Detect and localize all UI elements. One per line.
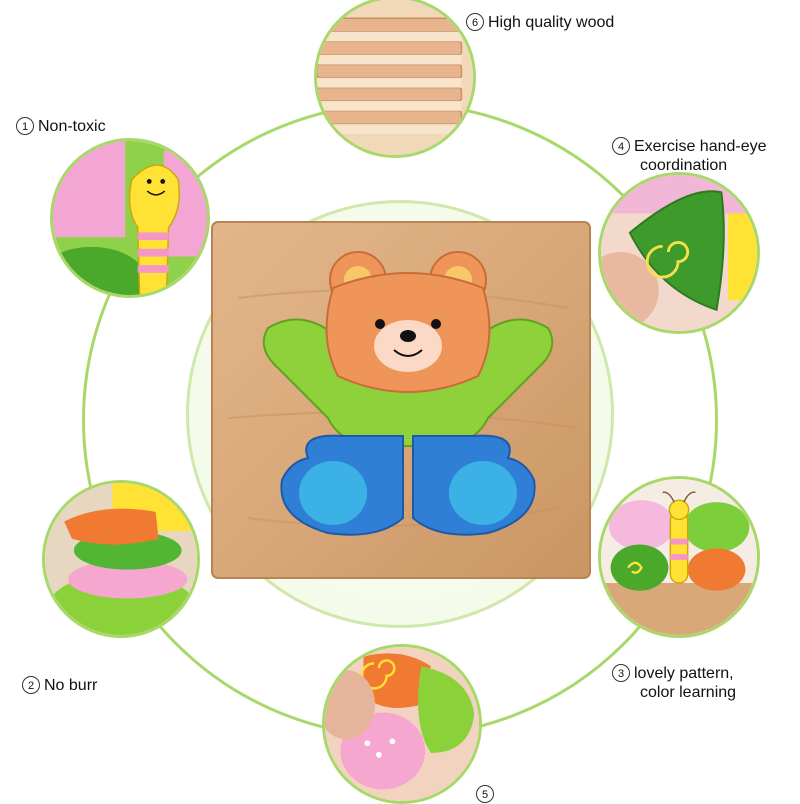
feature-text-4a: Exercise hand-eye [634, 138, 767, 155]
feature-number-6: 6 [466, 13, 484, 31]
feature-number-2: 2 [22, 676, 40, 694]
bear-puzzle-board [211, 221, 591, 579]
feature-number-1: 1 [16, 117, 34, 135]
feature-text-6: High quality wood [488, 14, 615, 31]
bubble-hand-eye [598, 172, 760, 334]
hand-holding-piece-image [601, 175, 757, 331]
feature-label-5: 5 [476, 785, 498, 804]
feature-number-4: 4 [612, 137, 630, 155]
feature-text-3a: lovely pattern, [634, 665, 734, 682]
feature-text-4b: coordination [640, 157, 728, 174]
bubble-5 [322, 644, 482, 804]
bubble-non-toxic [50, 138, 210, 298]
wood-layers-image [317, 0, 473, 155]
hand-with-pieces-image [325, 647, 479, 801]
feature-text-3b: color learning [640, 684, 737, 701]
caterpillar-puzzle-image [53, 141, 207, 295]
feature-text-2: No burr [44, 677, 98, 694]
feature-text-1: Non-toxic [38, 118, 106, 135]
butterfly-puzzle-image [601, 479, 757, 635]
bubble-high-quality-wood [314, 0, 476, 158]
bubble-no-burr [42, 480, 200, 638]
feature-number-3: 3 [612, 664, 630, 682]
stacked-pieces-image [45, 483, 197, 635]
feature-number-5: 5 [476, 785, 494, 803]
bubble-lovely-pattern [598, 476, 760, 638]
